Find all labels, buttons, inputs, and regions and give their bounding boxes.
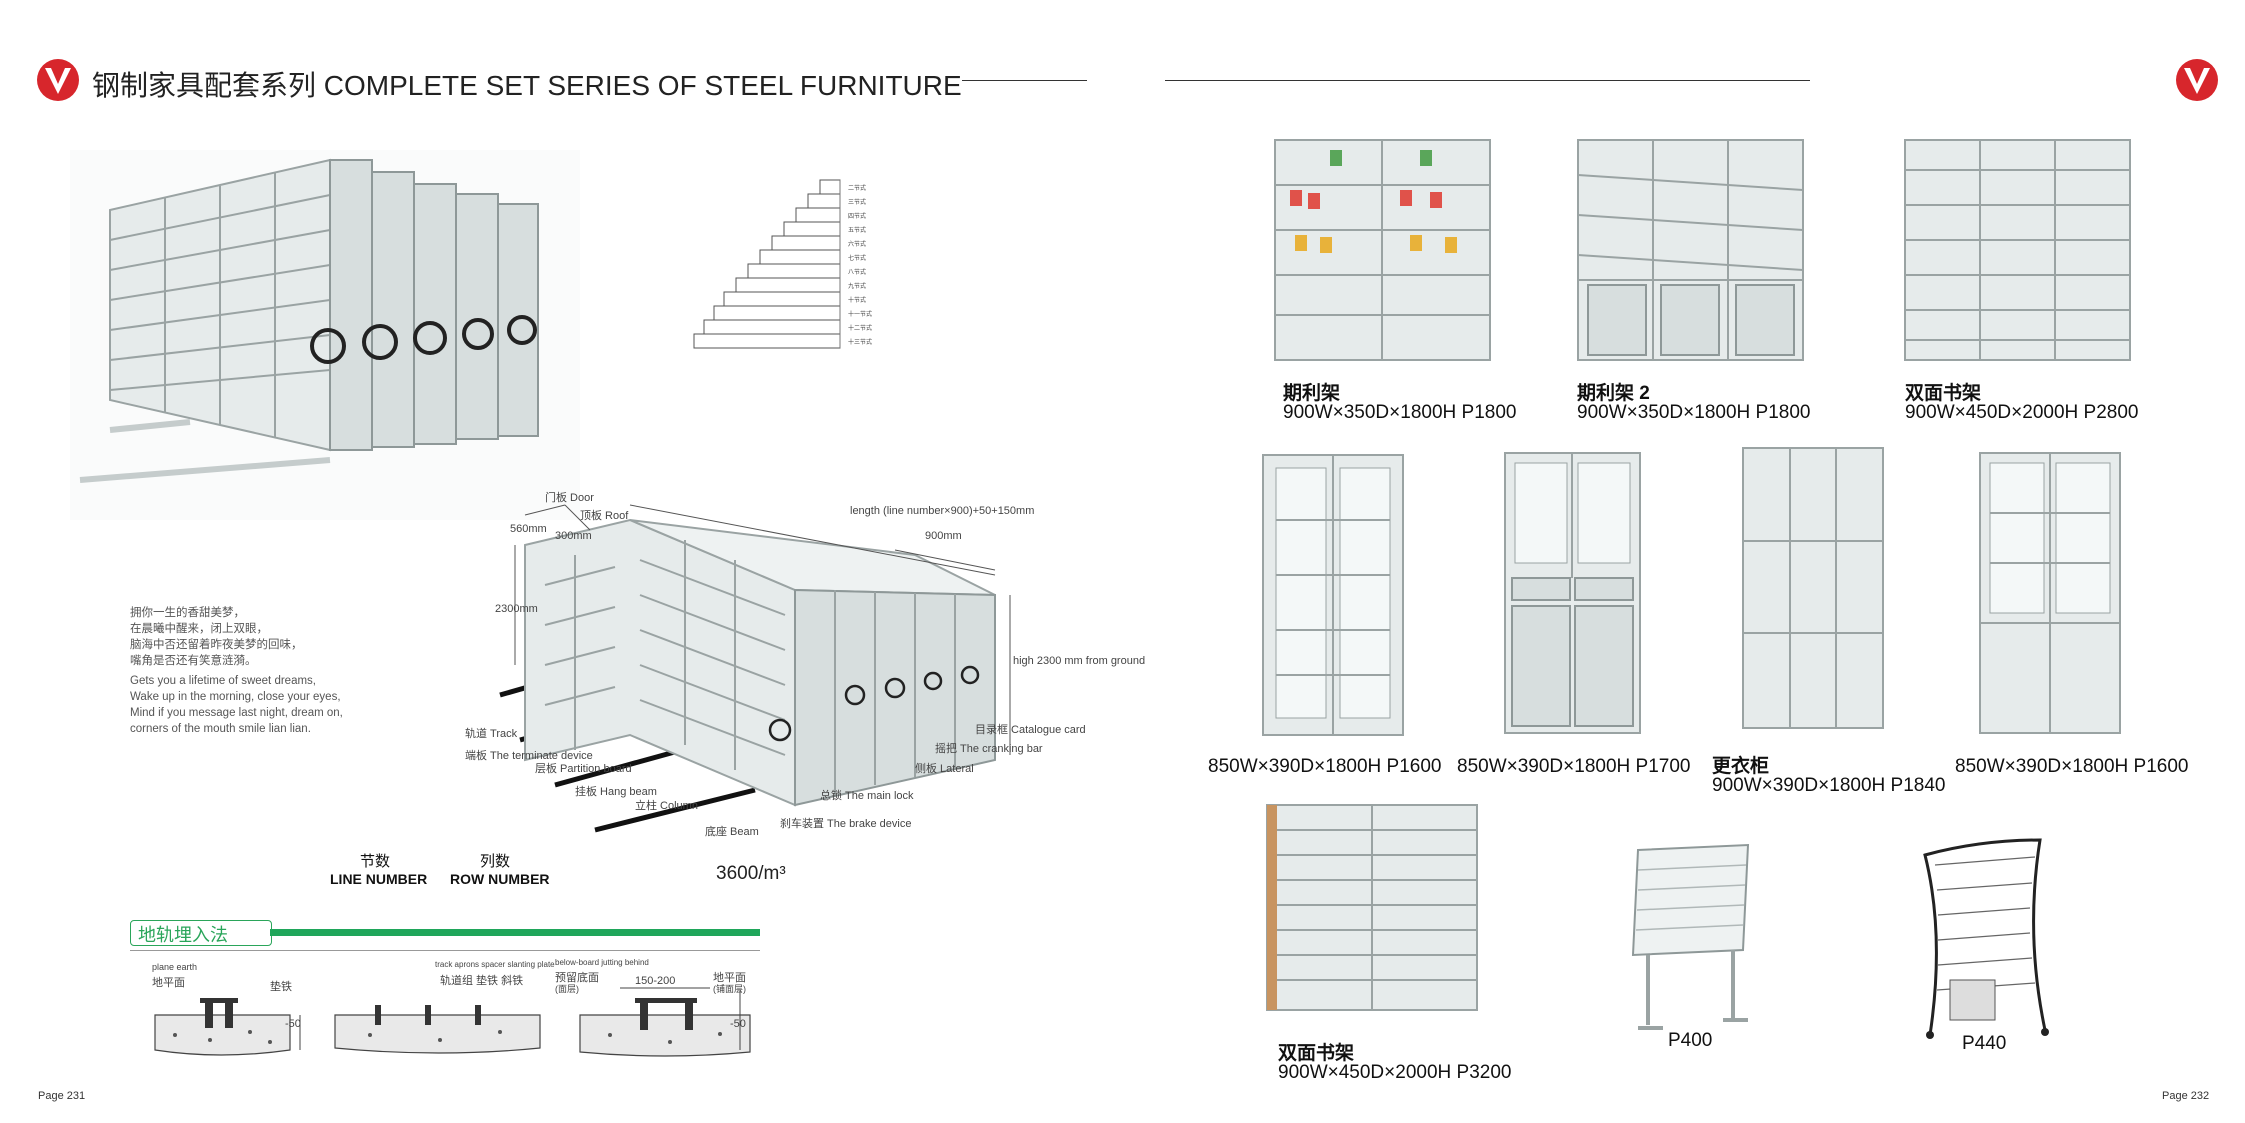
label-partition: 层板 Partition board <box>535 763 632 775</box>
poem-line: Wake up in the morning, close your eyes, <box>130 691 341 703</box>
product-spec: 900W×390D×1800H P1840 <box>1712 775 1946 796</box>
poem-line: 嘴角是否还有笑意涟漪。 <box>130 655 257 667</box>
label-300: 300mm <box>555 530 592 542</box>
row-number-en: ROW NUMBER <box>450 871 550 887</box>
rail-reserve: 预留底面 <box>555 972 599 984</box>
product-spec: 900W×450D×2000H P3200 <box>1278 1062 1512 1083</box>
rail-ground1-en: plane earth <box>152 962 198 972</box>
product-name: 期利架 <box>1283 383 1341 404</box>
product-image-2 <box>1577 139 1804 361</box>
product-spec: 900W×350D×1800H P1800 <box>1577 402 1811 423</box>
rail-finish1: (面层) <box>555 984 579 994</box>
label-2300: 2300mm <box>495 603 538 615</box>
shelving-structure-diagram: 门板 Door 顶板 Roof 560mm 300mm 2300mm lengt… <box>455 485 1145 855</box>
svg-text:八节式: 八节式 <box>848 268 866 276</box>
mobile-shelving-photo <box>70 150 580 520</box>
svg-text:四节式: 四节式 <box>848 212 866 220</box>
rail-divider <box>130 950 760 951</box>
page-title: 钢制家具配套系列 COMPLETE SET SERIES OF STEEL FU… <box>92 70 962 101</box>
label-high: high 2300 mm from ground <box>1013 655 1146 667</box>
rail-spacer: 垫铁 <box>270 981 292 993</box>
label-roof: 顶板 Roof <box>580 510 629 522</box>
label-brake: 刹车装置 The brake device <box>780 818 912 830</box>
svg-text:九节式: 九节式 <box>848 282 866 290</box>
rail-ground1: 地平面 <box>152 977 185 989</box>
svg-text:七节式: 七节式 <box>848 254 866 262</box>
svg-text:三节式: 三节式 <box>848 198 866 206</box>
product-spec: 850W×390D×1800H P1600 <box>1955 756 2189 777</box>
poem-line: 脑海中否还留着昨夜美梦的回味， <box>130 639 303 651</box>
rail-track-group: 轨道组 垫铁 斜铁 <box>440 975 524 987</box>
product-image-5 <box>1504 452 1641 734</box>
product-spec: 900W×350D×1800H P1800 <box>1283 402 1517 423</box>
product-image-3 <box>1904 139 2131 361</box>
product-name: 更衣柜 <box>1712 756 1770 777</box>
svg-text:六节式: 六节式 <box>848 240 866 248</box>
rail-track-group-en: track aprons spacer slanting plate <box>435 960 555 969</box>
poem-line: 在晨曦中醒来，闭上双眼， <box>130 623 268 635</box>
label-cranking: 摇把 The cranking bar <box>935 743 1043 755</box>
label-length: length (line number×900)+50+150mm <box>850 505 1035 517</box>
product-name: 双面书架 <box>1278 1043 1355 1064</box>
poem-line: Gets you a lifetime of sweet dreams, <box>130 675 316 687</box>
poem-block: 拥你一生的香甜美梦， 在晨曦中醒来，闭上双眼， 脑海中否还留着昨夜美梦的回味， … <box>130 605 343 737</box>
product-spec: 850W×390D×1800H P1700 <box>1457 756 1691 777</box>
label-560: 560mm <box>510 523 547 535</box>
rail-ground2: 地平面 <box>713 972 746 984</box>
svg-text:十二节式: 十二节式 <box>848 324 872 332</box>
product-image-9 <box>1631 843 1750 1030</box>
product-spec: P440 <box>1962 1033 2007 1054</box>
poem-line: 拥你一生的香甜美梦， <box>130 607 245 619</box>
row-number-tag: 列数 ROW NUMBER <box>450 850 550 887</box>
rail-d50-b: -50 <box>730 1018 746 1030</box>
product-name: 双面书架 <box>1905 383 1982 404</box>
rail-title: 地轨埋入法 <box>138 925 228 945</box>
density-value: 3600/m³ <box>716 863 786 884</box>
svg-text:二节式: 二节式 <box>848 184 866 192</box>
label-track: 轨道 Track <box>465 728 518 740</box>
label-door: 门板 Door <box>545 492 594 504</box>
brand-logo-icon <box>37 59 79 101</box>
label-hang-beam: 挂板 Hang beam <box>575 786 657 798</box>
rail-d50-a: -50 <box>285 1018 301 1030</box>
poem-line: Mind if you message last night, dream on… <box>130 707 343 719</box>
product-image-1 <box>1274 139 1491 361</box>
rail-section-drawings <box>154 987 751 1057</box>
product-image-8 <box>1266 804 1478 1011</box>
svg-text:五节式: 五节式 <box>848 226 866 234</box>
rail-reserve-en: below-board jutting behind <box>555 958 649 967</box>
label-terminate: 端板 The terminate device <box>465 750 593 762</box>
rail-finish2: (铺面层) <box>713 984 746 994</box>
product-image-10 <box>1923 838 2049 1039</box>
label-900: 900mm <box>925 530 962 542</box>
label-beam: 底座 Beam <box>705 826 759 838</box>
product-image-7 <box>1979 452 2121 734</box>
label-catalogue: 目录框 Catalogue card <box>975 724 1086 736</box>
product-spec: 850W×390D×1800H P1600 <box>1208 756 1442 777</box>
rail-range: 150-200 <box>635 975 676 987</box>
label-lateral: 侧板 Lateral <box>915 763 974 775</box>
line-number-tag: 节数 LINE NUMBER <box>330 850 428 887</box>
row-number-cn: 列数 <box>479 853 510 870</box>
product-image-6 <box>1742 447 1884 729</box>
svg-text:十一节式: 十一节式 <box>848 310 872 318</box>
header-rule-right <box>1165 80 1810 81</box>
line-number-en: LINE NUMBER <box>330 871 428 887</box>
svg-text:十节式: 十节式 <box>848 296 866 304</box>
label-column: 立柱 Column <box>635 800 698 812</box>
line-number-cn: 节数 <box>359 853 390 870</box>
brand-logo-icon-right <box>2176 59 2218 101</box>
header-rule-left <box>962 80 1087 81</box>
page-number-left: Page 231 <box>38 1090 86 1102</box>
poem-line: corners of the mouth smile lian lian. <box>130 723 311 735</box>
product-image-4 <box>1262 454 1404 736</box>
rail-title-bar <box>270 929 760 936</box>
page-number-right: Page 232 <box>2162 1090 2210 1102</box>
label-main-lock: 总锁 The main lock <box>820 790 914 802</box>
product-spec: P400 <box>1668 1030 1713 1051</box>
product-name: 期利架 2 <box>1577 383 1650 404</box>
product-spec: 900W×450D×2000H P2800 <box>1905 402 2139 423</box>
svg-text:十三节式: 十三节式 <box>848 338 872 346</box>
